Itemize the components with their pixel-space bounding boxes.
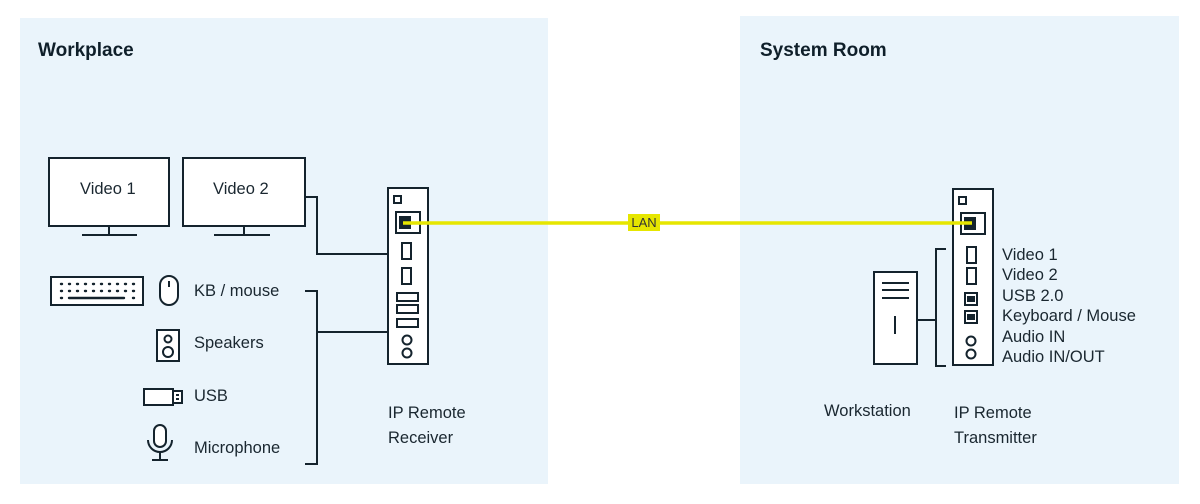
speaker-icon xyxy=(156,329,180,362)
port-label: Video 2 xyxy=(1002,266,1058,285)
receiver-label-line-1: IP Remote xyxy=(388,404,466,422)
peripheral-bracket xyxy=(305,290,318,465)
monitor-video-2-icon xyxy=(182,157,306,236)
port-label: Audio IN/OUT xyxy=(1002,348,1105,367)
workstation-icon xyxy=(873,271,918,365)
port-label: USB 2.0 xyxy=(1002,286,1064,305)
workplace-zone xyxy=(20,18,548,484)
transmitter-device-icon xyxy=(952,188,994,366)
workstation-label: Workstation xyxy=(824,402,911,420)
receiver-device-icon xyxy=(387,187,429,365)
microphone-label: Microphone xyxy=(194,439,281,457)
mouse-icon xyxy=(159,275,179,306)
transmitter-port-list: Video 1 Video 2 USB 2.0 Keyboard / Mouse… xyxy=(1002,245,1136,367)
monitor-video-1-icon xyxy=(48,157,170,236)
speakers-label: Speakers xyxy=(194,334,264,352)
monitor-1-label: Video 1 xyxy=(80,180,136,198)
port-label: Keyboard / Mouse xyxy=(1002,307,1136,326)
system-room-title: System Room xyxy=(760,40,887,61)
transmitter-label-line-1: IP Remote xyxy=(954,404,1032,422)
port-label: Video 1 xyxy=(1002,246,1058,264)
transmitter-label-line-2: Transmitter xyxy=(954,429,1037,447)
monitor-2-label: Video 2 xyxy=(213,180,269,198)
video-cable xyxy=(305,196,388,255)
microphone-icon xyxy=(147,424,173,461)
usb-label: USB xyxy=(194,387,228,405)
keyboard-icon xyxy=(50,276,144,306)
transmitter-bracket xyxy=(935,248,946,367)
port-label: Audio IN xyxy=(1002,327,1066,346)
usb-stick-icon xyxy=(143,388,183,406)
kb-mouse-label: KB / mouse xyxy=(194,282,280,300)
receiver-label-line-2: Receiver xyxy=(388,429,454,447)
lan-label: LAN xyxy=(628,214,660,231)
workplace-title: Workplace xyxy=(38,40,134,61)
